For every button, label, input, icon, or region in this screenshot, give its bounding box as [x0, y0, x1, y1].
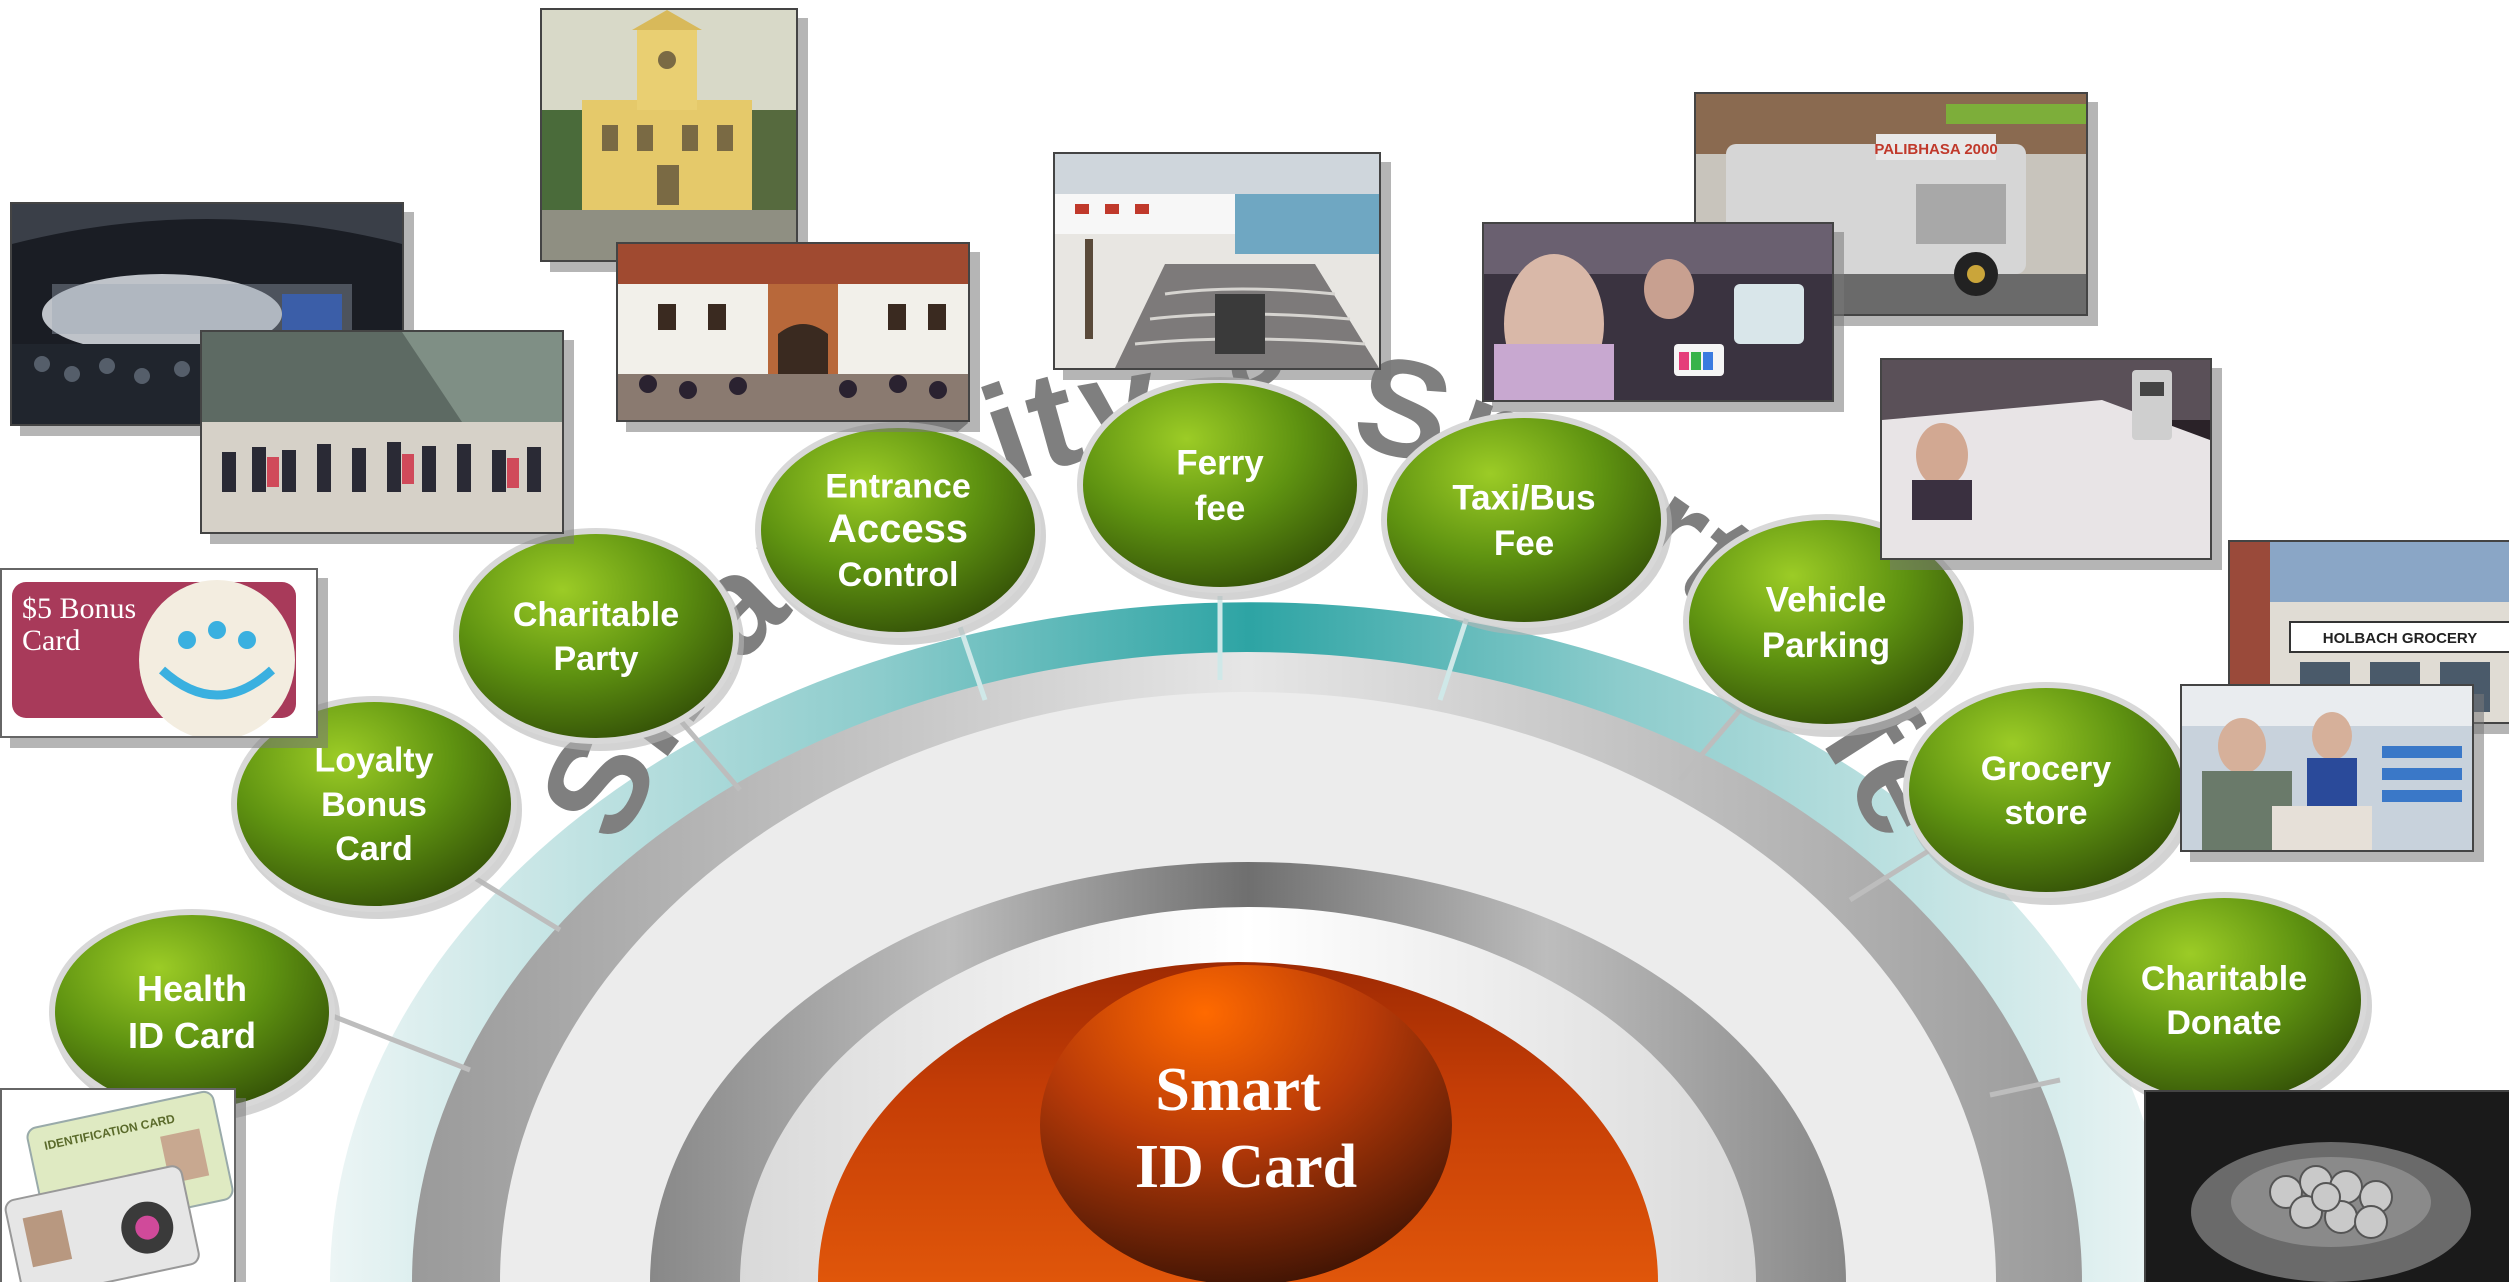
bonus-card-photo: $5 Bonus Card: [0, 568, 318, 738]
node-label-grocery-2: store: [2004, 794, 2087, 832]
node-label-parking-2: Parking: [1762, 626, 1890, 665]
node-label-entrance-3: Control: [838, 556, 959, 594]
taxi-photo: [1482, 222, 1834, 402]
node-label-donate-2: Donate: [2166, 1004, 2281, 1042]
grocery-store-photo: [2180, 684, 2474, 852]
ferry-image: [1055, 154, 1379, 368]
colonial-building-photo: [616, 242, 970, 422]
node-label-ferry-1: Ferry: [1176, 444, 1264, 483]
svg-text:HOLBACH GROCERY: HOLBACH GROCERY: [2323, 630, 2477, 647]
center-label-line1: Smart: [1155, 1056, 1321, 1124]
coins-image: [2146, 1092, 2509, 1282]
node-label-health-1: Health: [137, 968, 247, 1009]
node-ellipse-charitable-party: [453, 528, 739, 744]
node-label-health-2: ID Card: [128, 1015, 256, 1056]
node-label-grocery-1: Grocery: [1981, 750, 2111, 788]
crowd-image: [202, 332, 562, 532]
coins-photo: [2144, 1090, 2509, 1282]
parking-photo: [1880, 358, 2212, 560]
node-health: Health ID Card: [49, 909, 340, 1122]
id-card-photo: IDENTIFICATION CARD: [0, 1088, 236, 1282]
node-label-taxi-2: Fee: [1494, 524, 1554, 563]
node-label-donate-1: Charitable: [2141, 960, 2307, 998]
center-label-line2: ID Card: [1135, 1133, 1357, 1201]
node-ellipse-parking: [1683, 514, 1969, 730]
node-ellipse-taxi: [1381, 412, 1667, 628]
grocery-store-image: [2182, 686, 2472, 850]
node-ellipse-grocery: [1903, 682, 2189, 898]
node-label-loyalty-3: Card: [335, 830, 412, 868]
parking-image: [1882, 360, 2210, 558]
node-label-loyalty-2: Bonus: [321, 786, 427, 824]
node-ellipse-health: [49, 909, 335, 1115]
crowd-photo: [200, 330, 564, 534]
church-image: [542, 10, 796, 260]
node-ellipse-ferry: [1077, 377, 1363, 593]
church-photo: [540, 8, 798, 262]
id-card-image: IDENTIFICATION CARD: [2, 1090, 234, 1282]
node-ferry: Ferry fee: [1077, 377, 1368, 600]
node-label-ferry-2: fee: [1195, 489, 1246, 528]
ferry-photo: [1053, 152, 1381, 370]
node-label-entrance-2: Access: [828, 507, 968, 551]
svg-text:PALIBHASA 2000: PALIBHASA 2000: [1874, 141, 1997, 158]
node-label-charitable-party-2: Party: [553, 640, 638, 678]
taxi-image: [1484, 224, 1832, 400]
colonial-building-image: [618, 244, 968, 420]
center-ellipse: [1040, 965, 1452, 1282]
node-ellipse-loyalty: [231, 696, 517, 912]
node-grocery: Grocery store: [1903, 682, 2194, 905]
node-ellipse-donate: [2081, 892, 2367, 1108]
bonus-card-image: $5 Bonus Card: [2, 570, 316, 736]
node-ellipse-entrance: [755, 422, 1041, 638]
svg-text:Card: Card: [22, 624, 80, 657]
node-label-loyalty-1: Loyalty: [314, 742, 433, 780]
node-label-charitable-party-1: Charitable: [513, 596, 679, 634]
node-label-parking-1: Vehicle: [1766, 581, 1887, 620]
node-label-entrance-1: Entrance: [825, 468, 971, 506]
svg-text:$5 Bonus: $5 Bonus: [22, 592, 136, 625]
node-label-taxi-1: Taxi/Bus: [1452, 479, 1595, 518]
